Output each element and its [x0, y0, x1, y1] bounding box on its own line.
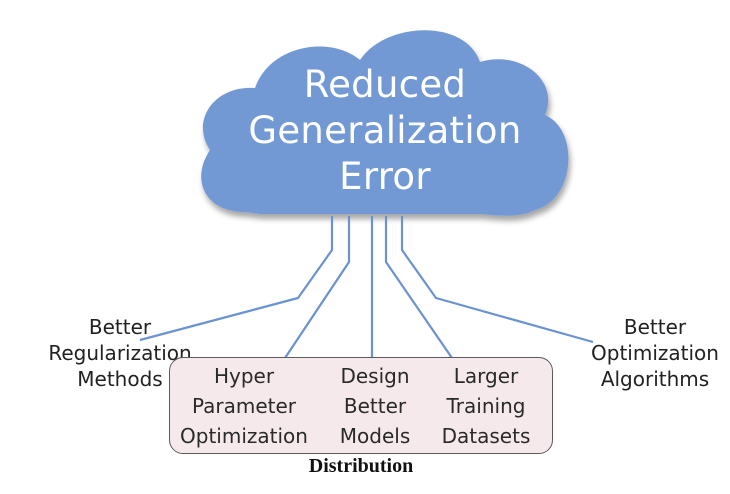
label-better-optimization: Better Optimization Algorithms	[575, 314, 730, 392]
connector-hyperparameter	[284, 216, 351, 359]
connector-lines	[139, 216, 594, 359]
cloud-title: Reduced Generalization Error	[200, 62, 570, 200]
box-item-line: Datasets	[441, 424, 531, 448]
label-line: Regularization	[48, 341, 192, 365]
box-caption: Distribution	[308, 455, 414, 477]
label-line: Better	[88, 315, 152, 339]
connector-regularization	[139, 216, 334, 342]
label-line: Methods	[77, 367, 163, 391]
box-item-line: Parameter	[191, 394, 297, 418]
label-line: Optimization	[591, 341, 719, 365]
cloud-title-line: Reduced	[303, 63, 467, 106]
cloud-shape	[201, 30, 569, 216]
box-item-line: Better	[343, 394, 407, 418]
box-item-larger-training-datasets: Larger Training Datasets	[430, 361, 542, 451]
label-line: Better	[623, 315, 687, 339]
connector-optimization	[400, 216, 594, 344]
distribution-box: Hyper Parameter Optimization Design Bett…	[169, 357, 553, 454]
box-item-line: Training	[446, 394, 526, 418]
box-item-design-better-models: Design Better Models	[330, 361, 420, 451]
connector-training-datasets	[384, 216, 453, 359]
label-better-regularization: Better Regularization Methods	[40, 314, 200, 392]
box-item-line: Hyper	[213, 364, 275, 388]
box-item-hyperparameter-optimization: Hyper Parameter Optimization	[172, 361, 316, 451]
box-item-line: Optimization	[180, 424, 308, 448]
box-item-line: Models	[339, 424, 411, 448]
cloud-title-line: Generalization	[248, 109, 522, 152]
label-line: Algorithms	[600, 367, 710, 391]
cloud-title-line: Error	[339, 155, 431, 198]
box-item-line: Design	[340, 364, 410, 388]
box-item-line: Larger	[453, 364, 519, 388]
